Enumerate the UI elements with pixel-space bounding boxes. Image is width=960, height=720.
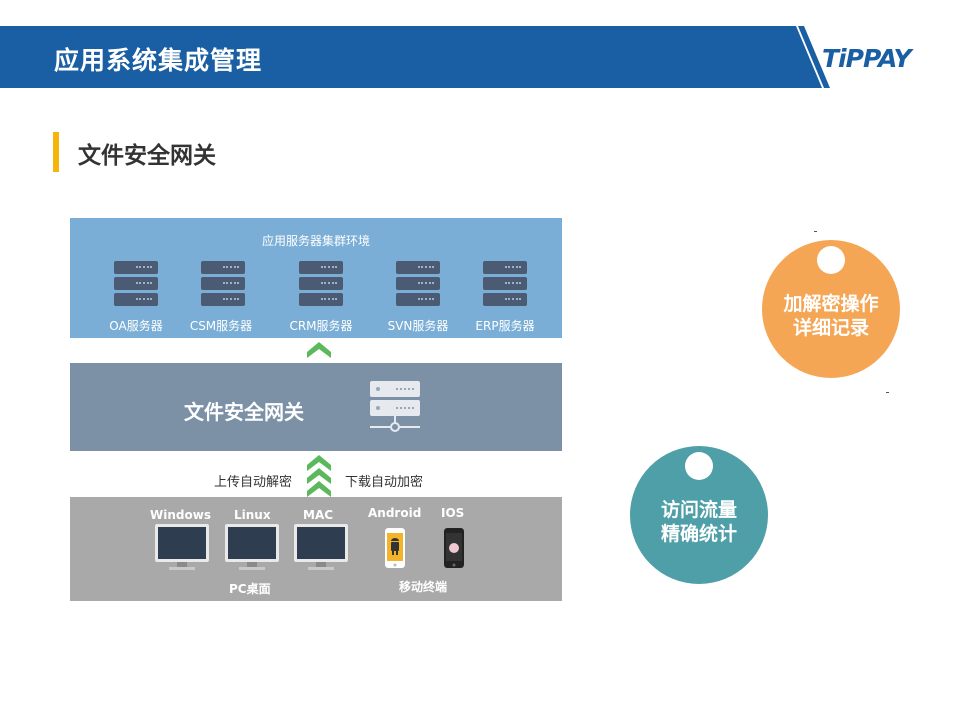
tippay-logo: TiPPAY <box>822 44 912 73</box>
monitor-icon <box>155 524 209 570</box>
cluster-title: 应用服务器集群环境 <box>261 234 370 248</box>
header-band <box>0 26 960 88</box>
download-encrypt-label: 下载自动加密 <box>345 475 424 490</box>
server-label-csm: CSM服务器 <box>189 319 253 333</box>
double-arrow-up-icon <box>307 455 331 497</box>
pc-group-label: PC桌面 <box>229 582 271 596</box>
os-label-ios: IOS <box>441 506 465 520</box>
encrypt-log-line2: 详细记录 <box>792 317 869 339</box>
marker-tick <box>814 231 817 232</box>
traffic-stats-circle: 访问流量 精确统计 <box>630 446 768 584</box>
android-phone-icon <box>385 528 405 568</box>
server-icon <box>396 261 440 309</box>
encrypt-log-line1: 加解密操作 <box>783 293 879 315</box>
encrypt-log-circle: 加解密操作 详细记录 <box>762 240 900 378</box>
section-accent-bar <box>53 132 59 172</box>
upload-decrypt-label: 上传自动解密 <box>214 475 293 490</box>
circle-dot <box>685 452 713 480</box>
server-label-svn: SVN服务器 <box>387 319 449 333</box>
gateway-server-icon <box>370 381 420 432</box>
server-icon <box>201 261 245 309</box>
server-cluster-layer: 应用服务器集群环境 OA服务器 CSM服务器 CRM服务器 SVN服务器 ERP… <box>70 218 562 338</box>
arrow-up-icon <box>307 342 331 358</box>
server-icon <box>299 261 343 309</box>
monitor-icon <box>225 524 279 570</box>
os-label-windows: Windows <box>150 508 211 522</box>
server-label-erp: ERP服务器 <box>475 319 535 333</box>
server-label-crm: CRM服务器 <box>289 319 353 333</box>
server-icon <box>114 261 158 309</box>
marker-tick <box>886 392 889 393</box>
section-title: 文件安全网关 <box>78 143 216 169</box>
server-label-oa: OA服务器 <box>109 319 163 333</box>
traffic-stats-line1: 访问流量 <box>660 499 737 521</box>
gateway-title: 文件安全网关 <box>184 400 304 424</box>
monitor-icon <box>294 524 348 570</box>
iphone-icon <box>444 528 464 568</box>
os-label-linux: Linux <box>234 508 271 522</box>
os-label-mac: MAC <box>303 508 334 522</box>
server-icon <box>483 261 527 309</box>
mobile-group-label: 移动终端 <box>399 580 448 594</box>
circle-dot <box>817 246 845 274</box>
traffic-stats-line2: 精确统计 <box>660 523 737 545</box>
gateway-layer: 文件安全网关 <box>70 363 562 451</box>
page-title: 应用系统集成管理 <box>54 46 263 75</box>
os-label-android: Android <box>368 506 422 520</box>
